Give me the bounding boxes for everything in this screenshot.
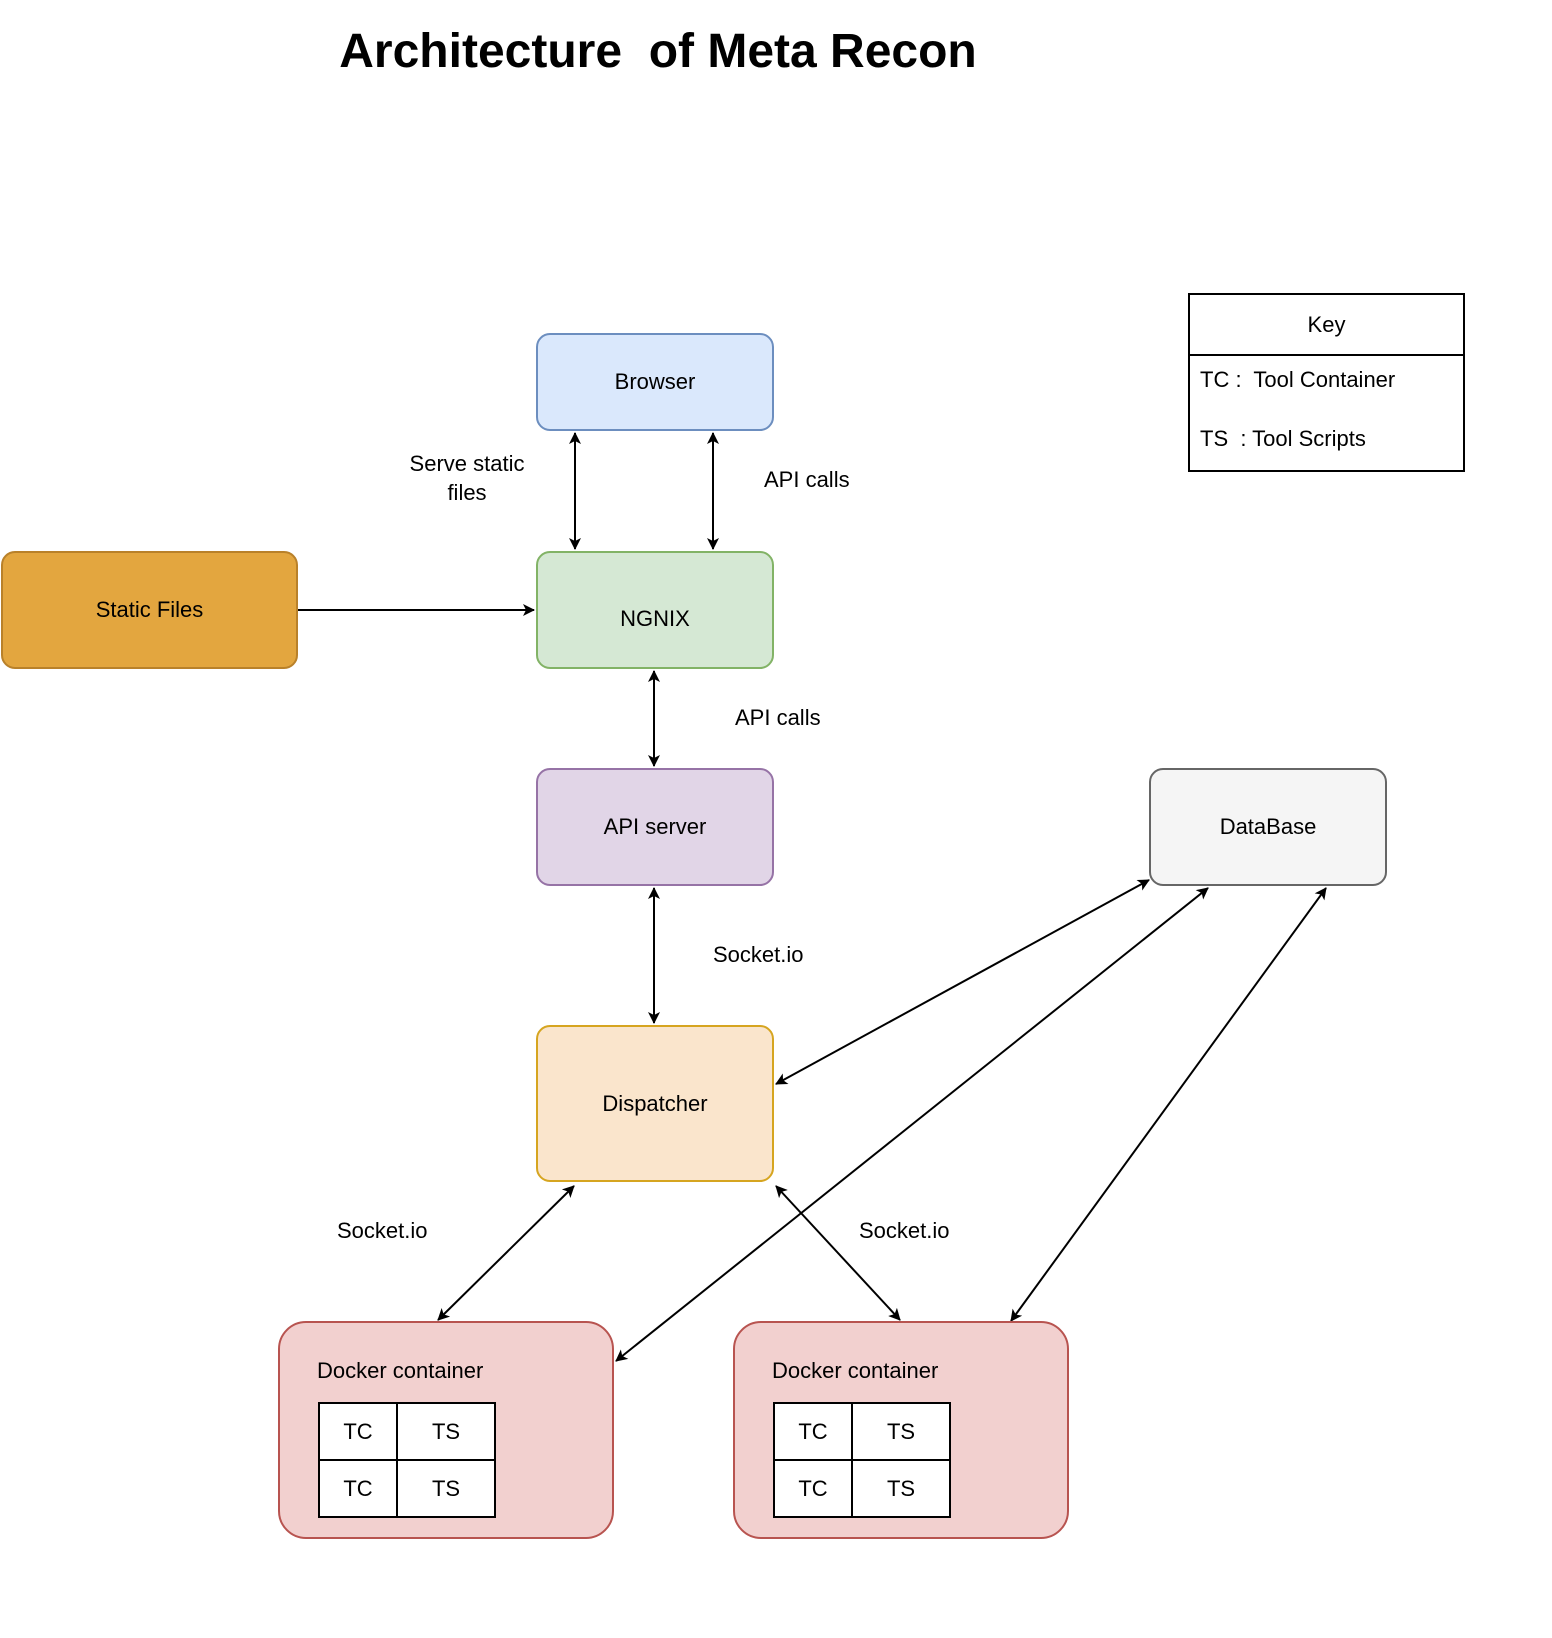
database-label: DataBase [1219,814,1317,839]
docker-container-label: Docker container [772,1358,939,1383]
edge-docker-right-database [1010,887,1327,1322]
grid-cell-tc: TC [318,1459,398,1518]
grid-cell-ts: TS [851,1459,951,1518]
dispatcher-label: Dispatcher [602,1090,708,1116]
docker-container-left: Docker container TC TS TC TS [278,1321,614,1539]
api-server-label: API server [603,814,707,839]
dispatcher-node: Dispatcher [536,1025,774,1182]
docker-container-label: Docker container [317,1358,484,1383]
grid-cell-tc: TC [318,1402,398,1461]
browser-label: Browser [614,369,696,394]
grid-cell-ts: TS [851,1402,951,1461]
browser-node: Browser [536,333,774,431]
edge-dispatcher-docker-right [775,1185,901,1321]
edge-label-docker-right-socketio: Socket.io [859,1218,950,1243]
docker-container-right: Docker container TC TS TC TS [733,1321,1069,1539]
ngnix-label: NGNIX [620,606,690,631]
key-header: Key [1190,295,1463,356]
docker-container-grid: TC TS TC TS [773,1402,951,1518]
edge-label-serve-static-line1: Serve static [409,451,525,476]
api-server-node: API server [536,768,774,886]
key-legend: Key TC : Tool Container TS : Tool Script… [1188,293,1465,472]
edge-label-ngnix-api-calls: API calls [735,705,821,730]
database-node: DataBase [1149,768,1387,886]
grid-cell-tc: TC [773,1402,853,1461]
static-files-node: Static Files [1,551,298,669]
diagram-title: Architecture of Meta Recon [339,25,977,78]
edge-label-browser-api-calls: API calls [764,467,850,492]
docker-container-grid: TC TS TC TS [318,1402,496,1518]
grid-cell-tc: TC [773,1459,853,1518]
edge-label-serve-static: Serve static files [402,451,532,506]
edge-label-serve-static-line2: files [447,480,487,505]
static-files-label: Static Files [95,597,204,622]
edge-dispatcher-database [775,879,1150,1085]
edge-label-api-server-socketio: Socket.io [713,942,804,967]
grid-cell-ts: TS [396,1459,496,1518]
edge-label-docker-left-socketio: Socket.io [337,1218,428,1243]
edge-dispatcher-docker-left [437,1185,575,1321]
key-row-ts: TS : Tool Scripts [1200,426,1366,451]
key-row-tc: TC : Tool Container [1200,367,1396,392]
ngnix-node: NGNIX [536,551,774,669]
grid-cell-ts: TS [396,1402,496,1461]
